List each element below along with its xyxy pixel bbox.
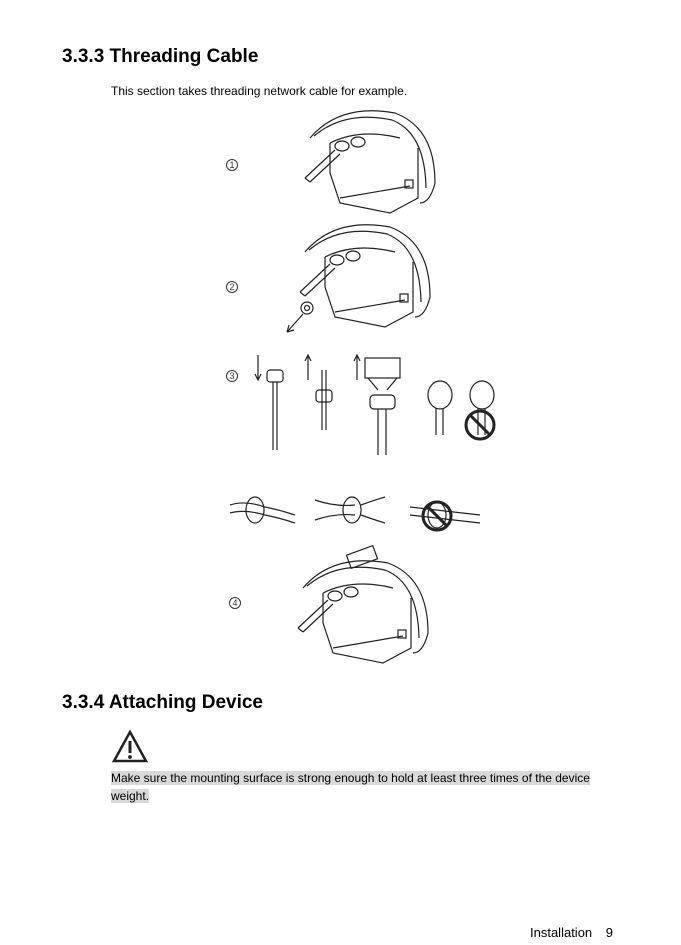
step-3-cable-illustration — [254, 353, 496, 455]
step-4-illustration — [297, 544, 429, 664]
step-2-illustration — [286, 224, 431, 333]
intro-text: This section takes threading network cab… — [111, 84, 408, 98]
page-number: 9 — [605, 925, 614, 940]
section-heading-threading-cable: 3.3.3 Threading Cable — [62, 46, 259, 67]
step-3-grommet-illustration — [229, 496, 481, 532]
section-heading-attaching-device: 3.3.4 Attaching Device — [62, 692, 263, 713]
footer-section-name: Installation — [530, 925, 593, 940]
step-number-2: 2 — [226, 281, 238, 293]
step-number-1: 1 — [226, 159, 238, 171]
warning-text: Make sure the mounting surface is strong… — [111, 769, 590, 805]
warning-text-line-2: weight. — [111, 789, 150, 803]
warning-triangle-icon — [111, 729, 149, 763]
page-footer: Installation 9 — [530, 925, 613, 940]
warning-text-line-1: Make sure the mounting surface is strong… — [111, 771, 590, 785]
step-1-illustration — [304, 110, 436, 214]
step-number-3: 3 — [226, 370, 238, 382]
step-number-4: 4 — [229, 597, 241, 609]
